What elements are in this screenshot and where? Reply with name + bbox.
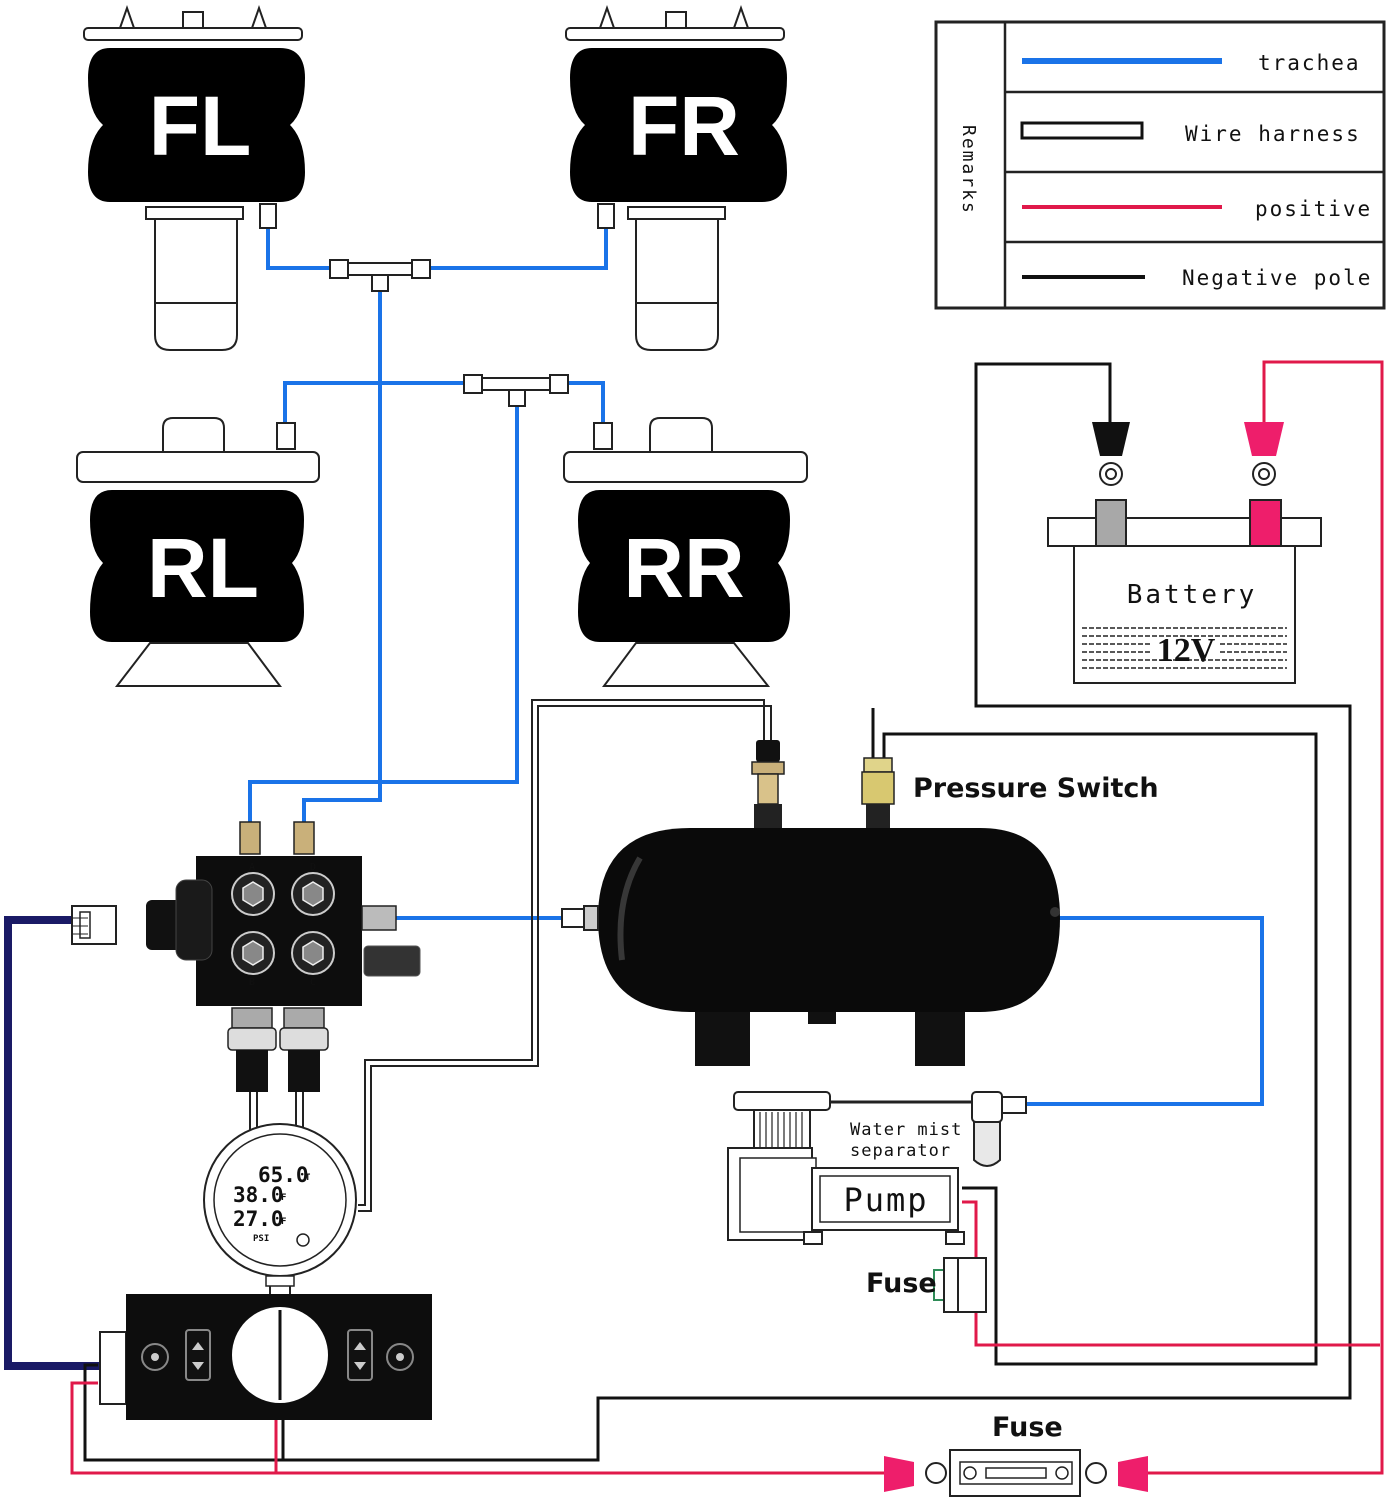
battery-label: Battery [1127, 580, 1258, 610]
legend-harness-label: Wire harness [1185, 122, 1361, 146]
controller-left-power-switch[interactable] [141, 1343, 169, 1371]
legend-trachea-label: trachea [1258, 51, 1361, 75]
valve-port-b: B [249, 977, 255, 988]
pressure-switch-label: Pressure Switch [913, 773, 1159, 804]
gauge-reading-1: 65.0 [258, 1163, 309, 1187]
air-bag-rr: RR [563, 417, 808, 687]
valve-block: A D B C [146, 821, 421, 1092]
legend-negative-label: Negative pole [1182, 266, 1372, 290]
pump-fuse [933, 1257, 987, 1313]
gauge-reading-3: 27.0 [233, 1207, 284, 1231]
valve-port-c: C [310, 977, 316, 988]
legend-harness-swatch [1020, 121, 1144, 140]
pressure-gauge: 65.0 T 38.0 F 27.0 F PSI [203, 1123, 357, 1287]
harness-connector [71, 905, 117, 945]
valve-port-a: A [249, 862, 255, 873]
main-fuse-label: Fuse [992, 1412, 1063, 1443]
rl-label: RL [147, 521, 259, 615]
air-bag-rl: RL [76, 417, 320, 687]
pressure-switch [861, 757, 895, 828]
compressor-pump: Pump [727, 1091, 972, 1245]
fr-label: FR [628, 79, 740, 173]
front-tee-fitting [329, 259, 431, 292]
water-mist-separator: Water mist separator [850, 1091, 1027, 1167]
gauge-reading-2: 38.0 [233, 1183, 284, 1207]
pressure-sensor [751, 740, 785, 828]
legend: Remarks trachea Wire harness positive Ne… [934, 20, 1386, 310]
legend-title: Remarks [958, 125, 979, 215]
controller-left-rocker-switch[interactable] [185, 1329, 211, 1381]
separator-label-line2: separator [850, 1141, 951, 1161]
air-bag-fl: FL [83, 4, 305, 351]
separator-label-line1: Water mist [850, 1120, 962, 1140]
switch-controller [99, 1294, 432, 1420]
air-tank [561, 740, 1060, 1066]
air-bag-fr: FR [565, 4, 787, 351]
battery-voltage: 12V [1157, 632, 1216, 669]
wire-harnesses [249, 699, 772, 1296]
controller-right-rocker-switch[interactable] [347, 1329, 373, 1381]
gauge-reading-2-suffix: F [281, 1193, 286, 1203]
legend-positive-label: positive [1255, 197, 1372, 221]
fl-label: FL [149, 79, 252, 173]
valve-port-d: D [310, 862, 316, 873]
pump-label: Pump [843, 1181, 928, 1219]
main-fuse [884, 1449, 1148, 1497]
rr-label: RR [623, 521, 744, 615]
pump-fuse-label: Fuse [866, 1268, 937, 1299]
controller-right-power-switch[interactable] [386, 1343, 414, 1371]
gauge-unit: PSI [253, 1234, 269, 1244]
battery: − + Battery 12V [1047, 422, 1322, 684]
gauge-reading-1-suffix: T [305, 1173, 311, 1183]
controller-harness [4, 916, 122, 1370]
rear-tee-fitting [463, 374, 569, 407]
gauge-reading-3-suffix: F [281, 1217, 286, 1227]
